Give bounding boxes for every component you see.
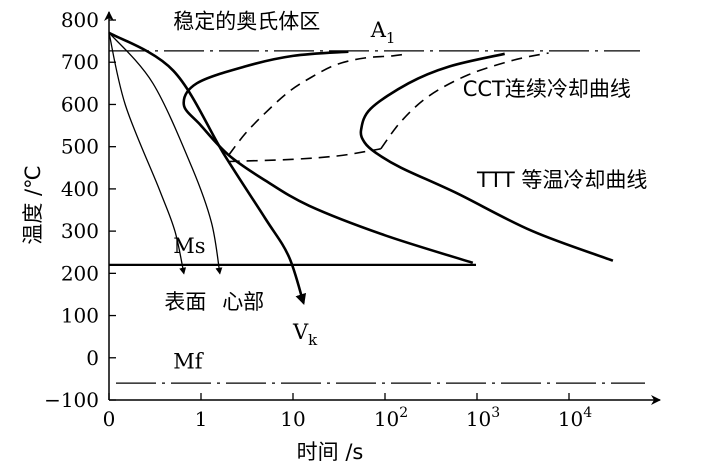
annotation-7: Vk bbox=[292, 320, 318, 349]
x-axis-label: 时间 /s bbox=[297, 440, 364, 464]
y-tick-label: 800 bbox=[61, 8, 99, 32]
annotation-8: A1 bbox=[370, 18, 396, 47]
y-tick-label: 0 bbox=[86, 346, 99, 370]
series-line-5 bbox=[108, 32, 187, 275]
series-line-2 bbox=[228, 53, 409, 156]
annotation-5: 表面 bbox=[164, 290, 206, 314]
y-tick-label: 600 bbox=[61, 92, 99, 116]
annotation-3: Ms bbox=[173, 234, 205, 258]
annotation-0: 稳定的奥氏体区 bbox=[173, 9, 320, 33]
annotation-4: Mf bbox=[173, 349, 205, 373]
series-line-6 bbox=[108, 32, 223, 275]
series-line-1 bbox=[359, 52, 614, 262]
series-line-7 bbox=[108, 31, 307, 305]
series-line-3 bbox=[228, 148, 381, 163]
x-tick-label: 102 bbox=[374, 405, 408, 431]
x-tick-label: 1 bbox=[195, 407, 208, 431]
x-tick-label: 103 bbox=[466, 405, 500, 431]
annotation-2: TTT 等温冷却曲线 bbox=[476, 168, 647, 192]
x-tick-label: 104 bbox=[558, 405, 592, 431]
y-tick-label: 300 bbox=[61, 219, 99, 243]
y-tick-label: −100 bbox=[44, 388, 99, 412]
annotation-1: CCT连续冷却曲线 bbox=[463, 77, 631, 101]
x-tick-label: 10 bbox=[280, 407, 305, 431]
series-line-4 bbox=[380, 52, 549, 150]
series-line-0 bbox=[182, 50, 474, 265]
y-tick-label: 400 bbox=[61, 177, 99, 201]
y-tick-label: 100 bbox=[61, 304, 99, 328]
y-tick-label: 200 bbox=[61, 261, 99, 285]
annotation-6: 心部 bbox=[222, 290, 264, 314]
x-tick-label: 0 bbox=[103, 407, 116, 431]
y-tick-label: 500 bbox=[61, 135, 99, 159]
y-axis-label: 温度 /℃ bbox=[21, 165, 45, 244]
y-tick-label: 700 bbox=[61, 50, 99, 74]
